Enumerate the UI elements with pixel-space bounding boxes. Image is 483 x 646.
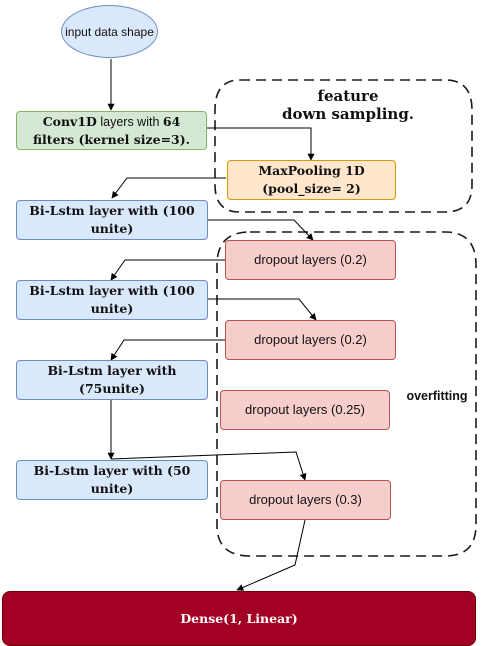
- bilstm-1-line1: Bi-Lstm layer with (100: [29, 203, 195, 218]
- input-data-node[interactable]: input data shape: [61, 5, 158, 58]
- edge-lstm1-to-dropout1: [207, 219, 314, 241]
- edge-lstm2-to-dropout2: [208, 298, 317, 321]
- overfitting-group-label: overfitting: [400, 388, 474, 404]
- conv1d-node[interactable]: Conv1D layers with 64 filters (kernel si…: [16, 111, 207, 150]
- conv1d-mid: layers with: [96, 114, 163, 129]
- conv1d-prefix: Conv1D: [42, 113, 97, 129]
- dropout-node-1[interactable]: dropout layers (0.2): [225, 240, 396, 280]
- dense-node[interactable]: Dense(1, Linear): [2, 591, 476, 646]
- bilstm-node-2[interactable]: Bi-Lstm layer with (100 unite): [16, 280, 208, 320]
- dropout-2-label: dropout layers (0.2): [254, 332, 367, 347]
- edge-maxpool-to-lstm1: [111, 177, 226, 199]
- bilstm-node-4[interactable]: Bi-Lstm layer with (50 unite): [16, 460, 208, 500]
- maxpool-line1: MaxPooling 1D: [258, 163, 365, 178]
- conv1d-line2: filters (kernel size=3).: [32, 131, 191, 147]
- feature-group-line1: feature: [317, 87, 379, 105]
- feature-group-line2: down sampling.: [281, 105, 415, 123]
- dropout-node-3[interactable]: dropout layers (0.25): [220, 390, 390, 430]
- overfitting-label-text: overfitting: [406, 389, 468, 403]
- dropout-4-label: dropout layers (0.3): [249, 492, 362, 507]
- conv1d-filters-num: 64: [162, 113, 181, 129]
- bilstm-3-line2: (75unite): [79, 381, 145, 396]
- dropout-3-label: dropout layers (0.25): [245, 402, 365, 417]
- dropout-1-label: dropout layers (0.2): [254, 252, 367, 267]
- edge-dropout2-to-lstm3: [110, 339, 225, 361]
- bilstm-2-line1: Bi-Lstm layer with (100: [29, 283, 195, 298]
- dropout-node-4[interactable]: dropout layers (0.3): [220, 480, 391, 520]
- bilstm-4-line1: Bi-Lstm layer with (50: [33, 463, 191, 478]
- maxpool-line2: (pool_size= 2): [262, 181, 361, 196]
- bilstm-node-1[interactable]: Bi-Lstm layer with (100 unite): [16, 200, 208, 240]
- overfitting-group-boundary: [216, 231, 477, 557]
- dense-label: Dense(1, Linear): [180, 610, 298, 626]
- feature-group-boundary: [214, 79, 473, 213]
- bilstm-1-line2: unite): [90, 221, 134, 236]
- bilstm-4-line2: unite): [90, 481, 134, 496]
- dropout-node-2[interactable]: dropout layers (0.2): [225, 320, 396, 360]
- edge-dropout1-to-lstm2: [110, 259, 225, 281]
- maxpool-node[interactable]: MaxPooling 1D (pool_size= 2): [227, 160, 396, 200]
- edge-lstm4-to-dropout4: [110, 451, 307, 481]
- bilstm-3-line1: Bi-Lstm layer with: [47, 363, 177, 378]
- bilstm-node-3[interactable]: Bi-Lstm layer with (75unite): [16, 360, 208, 400]
- feature-group-label: feature down sampling.: [266, 87, 430, 123]
- input-data-label: input data shape: [65, 24, 154, 39]
- edge-dropout4-to-dense: [236, 519, 306, 591]
- bilstm-2-line2: unite): [90, 301, 134, 316]
- edge-conv-to-maxpool: [206, 127, 315, 161]
